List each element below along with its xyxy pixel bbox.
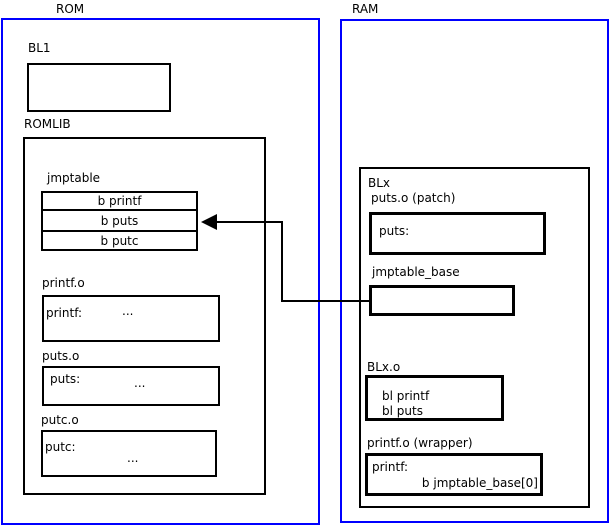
putc-symbol: putc: — [45, 440, 76, 454]
printf-wrapper-instruction: b jmptable_base[0] — [421, 476, 538, 490]
puts-o-label: puts.o — [42, 349, 80, 363]
rom-panel — [1, 18, 320, 525]
jmptable-entry-printf-text: b printf — [97, 194, 142, 208]
puts-o-box: puts: ... — [42, 366, 220, 406]
printf-body-ellipsis: ... — [122, 304, 134, 318]
blx-label: BLx — [368, 176, 391, 190]
printf-o-box: printf: ... — [42, 295, 220, 342]
printf-wrapper-box: printf: b jmptable_base[0] — [365, 453, 543, 496]
jmptable-base-label: jmptable_base — [372, 265, 460, 279]
putc-o-label: putc.o — [41, 413, 79, 427]
ram-title: RAM — [352, 2, 379, 16]
blx-o-line-bl-printf: bl printf — [382, 389, 430, 403]
printf-o-label: printf.o — [42, 276, 85, 290]
printf-symbol: printf: — [46, 306, 83, 320]
ram-panel — [340, 19, 609, 523]
jmptable-entry-putc-text: b putc — [100, 233, 139, 248]
jmptable-entry-puts-text: b puts — [100, 213, 139, 228]
puts-body-ellipsis: ... — [134, 376, 146, 390]
jmptable-label: jmptable — [47, 171, 101, 185]
blx-o-box: bl printf bl puts — [365, 375, 504, 421]
jmptable-entry-putc: b putc — [41, 230, 198, 251]
printf-wrapper-symbol: printf: — [372, 460, 409, 474]
blx-o-label: BLx.o — [367, 360, 401, 374]
puts-patch-label: puts.o (patch) — [371, 191, 456, 205]
putc-body-ellipsis: ... — [127, 451, 139, 465]
jmptable-entry-puts: b puts — [41, 209, 198, 232]
printf-wrapper-label: printf.o (wrapper) — [367, 436, 473, 450]
puts-patch-box: puts: — [369, 212, 546, 255]
connector-line-lower — [281, 300, 369, 302]
puts-symbol: puts: — [50, 372, 81, 386]
putc-o-box: putc: ... — [41, 430, 217, 477]
connector-line-vertical — [281, 221, 283, 302]
blx-box — [359, 167, 590, 508]
bl1-box — [27, 63, 171, 112]
arrow-left-icon — [201, 214, 217, 230]
rom-title: ROM — [56, 2, 85, 16]
romlib-box — [23, 137, 266, 495]
bl1-label: BL1 — [28, 41, 51, 55]
jmptable-base-box — [369, 285, 515, 316]
connector-line-upper — [215, 221, 283, 223]
blx-o-line-bl-puts: bl puts — [382, 404, 423, 418]
puts-patch-symbol: puts: — [379, 224, 410, 238]
jmptable-entry-printf: b printf — [41, 191, 198, 211]
romlib-label: ROMLIB — [24, 117, 71, 131]
